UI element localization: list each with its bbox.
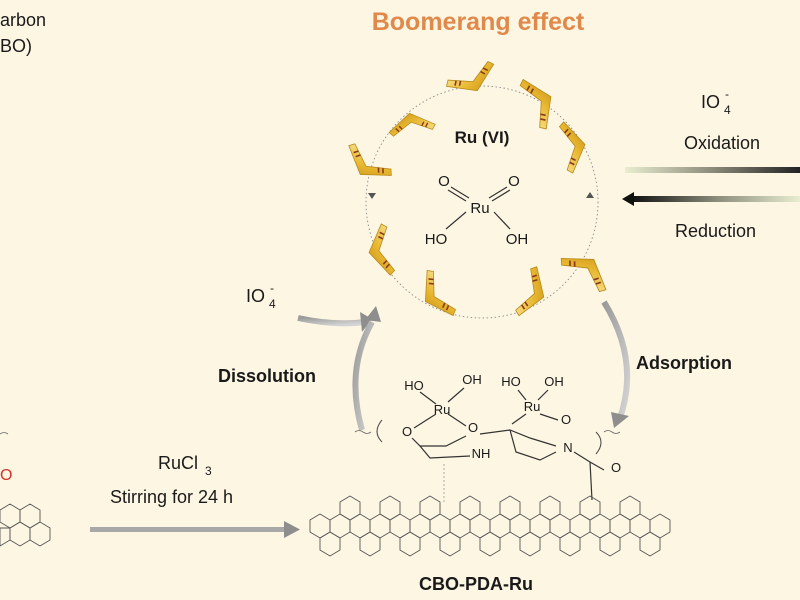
oxygen-partial-label: O xyxy=(0,467,12,484)
ru-site-1: Ru xyxy=(434,402,451,417)
rucl3-subscript: 3 xyxy=(205,464,212,478)
adsorption-label: Adsorption xyxy=(636,353,732,373)
cbo-partial-label: BO) xyxy=(0,36,32,56)
rucl3-base: RuCl xyxy=(158,453,198,473)
ligand-o-mid: O xyxy=(468,420,478,435)
boomerang-icon xyxy=(557,118,591,175)
adsorption-arrow xyxy=(601,300,631,428)
reduction-label: Reduction xyxy=(675,221,756,241)
right-reagent-subscript: 4 xyxy=(724,103,731,117)
dissolution-reagent-base: IO xyxy=(246,286,265,306)
dissolution-reagent-superscript: - xyxy=(270,281,274,295)
hydroxo-left: HO xyxy=(425,231,448,248)
cycle-ring xyxy=(365,85,599,319)
hydroxo-right: OH xyxy=(506,231,529,248)
ru-vi-label: Ru (VI) xyxy=(455,128,510,147)
boomerang-icon xyxy=(411,267,459,325)
boomerang-icon xyxy=(385,108,437,138)
cycle-arrowhead-left xyxy=(368,193,376,199)
stirring-condition: Stirring for 24 h xyxy=(110,487,233,507)
ru-center: Ru xyxy=(470,200,489,217)
graphene-sheet xyxy=(309,495,671,557)
right-reagent-base: IO xyxy=(701,92,720,112)
dissolution-reagent-subscript: 4 xyxy=(269,297,276,311)
hydroxo-4: OH xyxy=(544,374,564,389)
boomerang-icon xyxy=(557,242,618,295)
cycle-arrowhead-right xyxy=(586,192,594,198)
hydroxo-1: HO xyxy=(404,378,424,393)
ligand-o-left: O xyxy=(402,424,412,439)
oxo-o-left: O xyxy=(438,173,450,190)
amine-n: N xyxy=(563,440,572,455)
boomerang-icon xyxy=(513,264,554,323)
dissolution-label: Dissolution xyxy=(218,366,316,386)
carbonyl-o: O xyxy=(611,460,621,475)
carbon-partial-label: arbon xyxy=(0,10,46,30)
hydroxo-2: OH xyxy=(462,372,482,387)
oxidation-label: Oxidation xyxy=(684,133,760,153)
boomerang-icon xyxy=(338,140,395,191)
left-graphene-fragment xyxy=(0,503,51,547)
dissolution-arrow xyxy=(297,306,381,431)
reaction-arrow xyxy=(90,521,300,538)
oxo-o-right: O xyxy=(508,173,520,190)
boomerang-icon xyxy=(363,222,397,279)
hydroxo-3: HO xyxy=(501,374,521,389)
product-label: CBO-PDA-Ru xyxy=(419,574,533,594)
boomerang-icon xyxy=(517,71,564,133)
reduction-bar-arrow xyxy=(622,192,800,206)
pda-ru-complex: HO OH HO OH Ru Ru O O O NH N O xyxy=(354,372,621,504)
diagram-title: Boomerang effect xyxy=(372,8,585,36)
right-reagent-superscript: - xyxy=(725,87,729,101)
ruthenate-complex: O O Ru HO OH xyxy=(425,173,529,248)
amine-nh: NH xyxy=(472,446,491,461)
ru-site-2: Ru xyxy=(524,399,541,414)
ligand-o-right: O xyxy=(561,412,571,427)
oxidation-bar-arrow xyxy=(625,167,800,173)
boomerang-icon xyxy=(443,58,502,103)
